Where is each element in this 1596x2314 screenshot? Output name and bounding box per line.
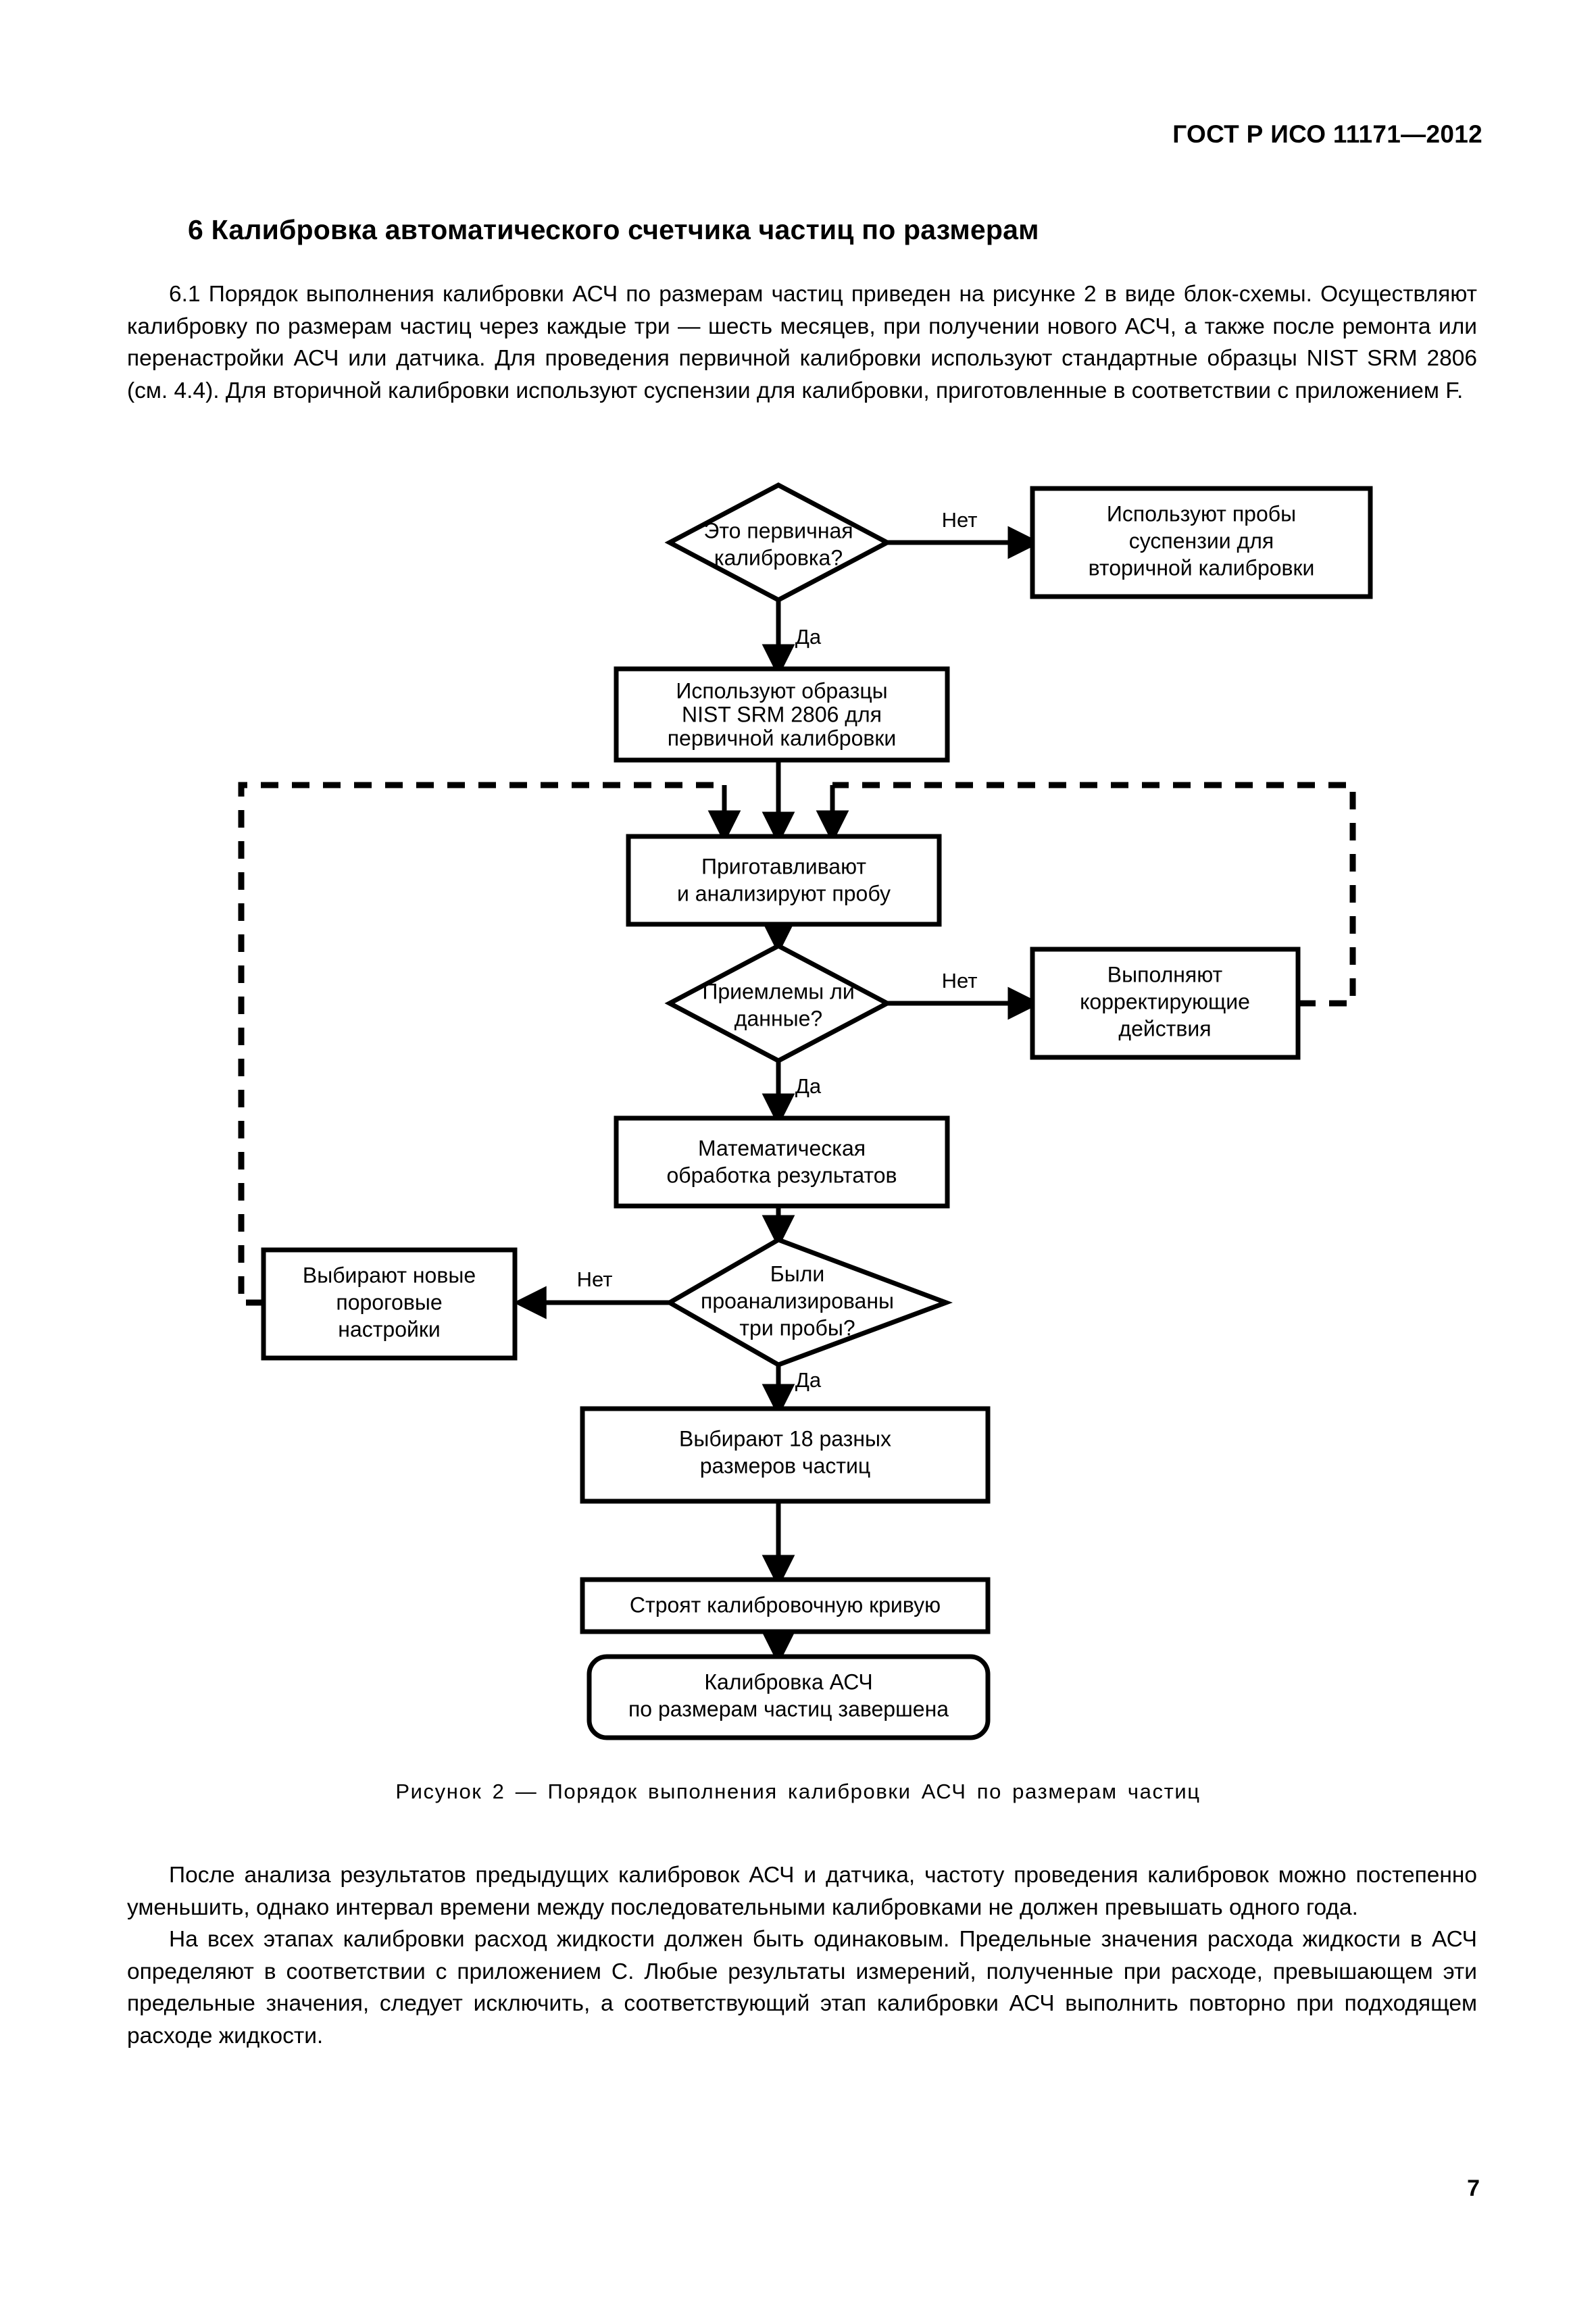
node-secondary-samples-line-3: вторичной калибровки (1089, 555, 1315, 580)
node-new-thresholds-line-1: Выбирают новые (303, 1263, 476, 1287)
node-corrective-actions-line-2: корректирующие (1080, 989, 1250, 1013)
node-build-calibration-curve (580, 1577, 991, 1634)
node-prepare-analyze-line-1: Приготавливают (701, 854, 866, 878)
node-decision-data-acceptable (664, 943, 893, 1063)
page-title: 6 Калибровка автоматического счетчика ча… (188, 214, 1039, 246)
edge-label-primary-yes: Да (795, 625, 822, 649)
node-math-processing (614, 1115, 950, 1209)
node-corrective-actions-line-1: Выполняют (1107, 962, 1223, 986)
edge-label-acceptable-yes: Да (795, 1074, 822, 1098)
node-new-thresholds-line-2: пороговые (336, 1290, 442, 1314)
node-decision-primary-line-1: Это первичная (703, 518, 853, 543)
edge-label-three-yes: Да (795, 1368, 822, 1392)
node-done-line-1: Калибровка АСЧ (704, 1669, 872, 1694)
node-done-line-2: по размерам частиц завершена (628, 1696, 949, 1721)
closing-paragraph-block: После анализа результатов предыдущих кал… (127, 1859, 1477, 2052)
figure-2-caption: Рисунок 2 — Порядок выполнения калибровк… (395, 1780, 1201, 1803)
figure-2-flowchart: Это первичная калибровка? Используют про… (0, 473, 1596, 1757)
dashed-loop-thresholds-to-prepare (238, 782, 724, 1306)
node-primary-samples (614, 666, 950, 763)
node-prepare-analyze-line-2: и анализируют пробу (677, 881, 891, 905)
node-decision-acceptable-line-2: данные? (734, 1006, 822, 1030)
node-math-processing-line-2: обработка результатов (666, 1163, 897, 1187)
closing-paragraph-2: На всех этапах калибровки расход жидкост… (127, 1927, 1477, 2048)
node-primary-samples-line-3: первичной калибровки (668, 726, 897, 750)
dashed-loop-corrective-to-prepare (832, 782, 1356, 1007)
node-decision-acceptable-line-1: Приемлемы ли (702, 979, 854, 1003)
node-secondary-samples (1030, 486, 1373, 599)
node-decision-primary-line-2: калибровка? (714, 545, 843, 570)
node-calibration-done (587, 1654, 991, 1740)
node-choose-particle-sizes (580, 1406, 991, 1504)
node-decision-primary-calibration (664, 482, 893, 603)
node-math-processing-line-1: Математическая (698, 1136, 866, 1160)
node-decision-three-samples (664, 1237, 953, 1367)
node-choose-sizes-line-1: Выбирают 18 разных (679, 1426, 891, 1451)
edge-label-acceptable-no: Нет (942, 969, 978, 992)
edge-label-three-no: Нет (577, 1267, 613, 1291)
node-new-thresholds-line-3: настройки (338, 1317, 440, 1341)
node-decision-three-line-3: три пробы? (739, 1315, 855, 1340)
edge-label-primary-no: Нет (942, 508, 978, 532)
running-header-standard-number: ГОСТ Р ИСО 11171—2012 (1172, 120, 1482, 148)
node-decision-three-line-2: проанализированы (701, 1288, 894, 1313)
node-primary-samples-line-2: NIST SRM 2806 для (682, 702, 882, 726)
intro-paragraph-block: 6.1 Порядок выполнения калибровки АСЧ по… (127, 278, 1477, 407)
node-corrective-actions-line-3: действия (1118, 1016, 1211, 1040)
page-number: 7 (1467, 2175, 1480, 2201)
node-choose-sizes-line-2: размеров частиц (700, 1453, 871, 1478)
node-secondary-samples-line-1: Используют пробы (1107, 501, 1296, 526)
paragraph-6-1: 6.1 Порядок выполнения калибровки АСЧ по… (127, 282, 1477, 403)
node-build-curve-line-1: Строят калибровочную кривую (630, 1592, 941, 1617)
closing-paragraph-1: После анализа результатов предыдущих кал… (127, 1863, 1477, 1920)
node-corrective-actions (1030, 947, 1301, 1060)
node-primary-samples-line-1: Используют образцы (676, 678, 887, 703)
node-secondary-samples-line-2: суспензии для (1129, 528, 1274, 553)
node-decision-three-line-1: Были (770, 1261, 825, 1286)
node-prepare-analyze (626, 834, 942, 927)
node-new-thresholds (261, 1247, 518, 1361)
